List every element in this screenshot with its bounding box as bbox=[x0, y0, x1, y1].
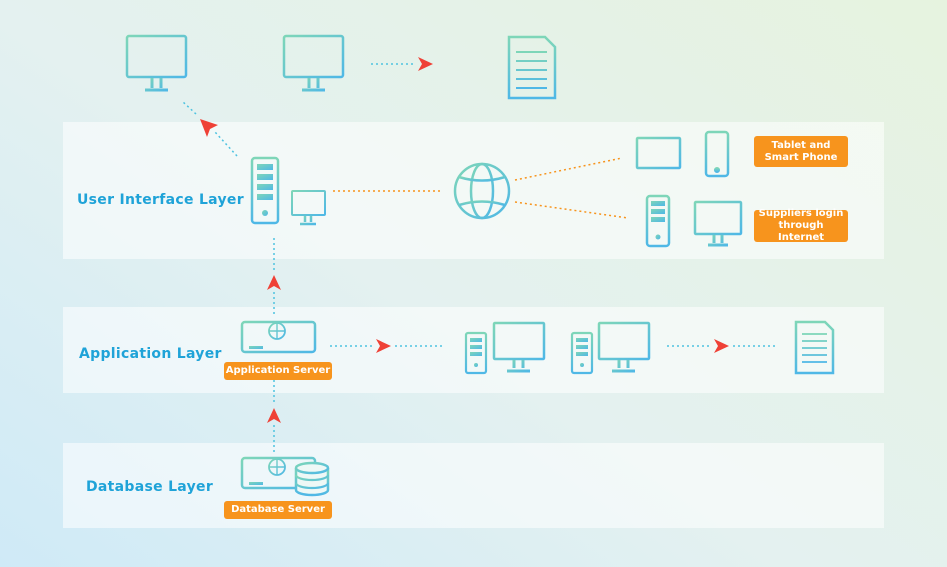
document-icon bbox=[794, 320, 835, 375]
monitor-icon bbox=[597, 321, 651, 373]
suppliers-tag-line2: through Internet bbox=[777, 220, 824, 243]
server-tower-icon bbox=[464, 331, 488, 375]
database-cylinder-icon bbox=[294, 461, 330, 497]
database-server-tag-label: Database Server bbox=[231, 504, 325, 515]
dotted-connector bbox=[182, 101, 197, 115]
server-tower-icon bbox=[645, 194, 671, 248]
monitor-icon bbox=[492, 321, 546, 373]
arrow-right-icon bbox=[418, 57, 433, 71]
database-server-tag: Database Server bbox=[224, 501, 332, 519]
user-interface-layer-label: User Interface Layer bbox=[77, 192, 244, 208]
globe-icon bbox=[453, 162, 511, 220]
application-layer-label: Application Layer bbox=[79, 346, 222, 362]
monitor-icon bbox=[125, 34, 188, 92]
arrow-right-icon bbox=[714, 339, 729, 353]
application-server-tag: Application Server bbox=[224, 362, 332, 380]
arrow-up-left-icon bbox=[200, 119, 218, 137]
arrow-right-icon bbox=[376, 339, 391, 353]
suppliers-login-tag: Suppliers login through Internet bbox=[754, 208, 848, 243]
arrow-up-icon bbox=[267, 275, 281, 290]
database-layer-band bbox=[63, 443, 884, 528]
tablet-tag-line2: Smart Phone bbox=[764, 151, 838, 163]
suppliers-tag-line1: Suppliers login bbox=[758, 208, 844, 219]
server-tower-icon bbox=[570, 331, 594, 375]
database-layer-label: Database Layer bbox=[86, 479, 214, 495]
dotted-connector bbox=[214, 131, 238, 157]
application-layer-band bbox=[63, 307, 884, 393]
laptop-icon bbox=[631, 136, 686, 175]
tablet-tag-line1: Tablet and bbox=[771, 139, 831, 151]
application-server-icon bbox=[240, 320, 317, 354]
application-server-tag-label: Application Server bbox=[225, 365, 331, 376]
monitor-icon bbox=[282, 34, 345, 92]
monitor-icon bbox=[693, 200, 743, 247]
monitor-icon bbox=[291, 190, 326, 226]
arrow-up-icon bbox=[267, 408, 281, 423]
document-icon bbox=[507, 35, 557, 100]
dotted-connector-orange bbox=[514, 157, 623, 181]
dotted-connector-orange bbox=[514, 201, 629, 219]
server-tower-icon bbox=[250, 156, 280, 225]
smartphone-icon bbox=[704, 130, 730, 178]
tablet-smartphone-tag: Tablet and Smart Phone bbox=[754, 136, 848, 167]
